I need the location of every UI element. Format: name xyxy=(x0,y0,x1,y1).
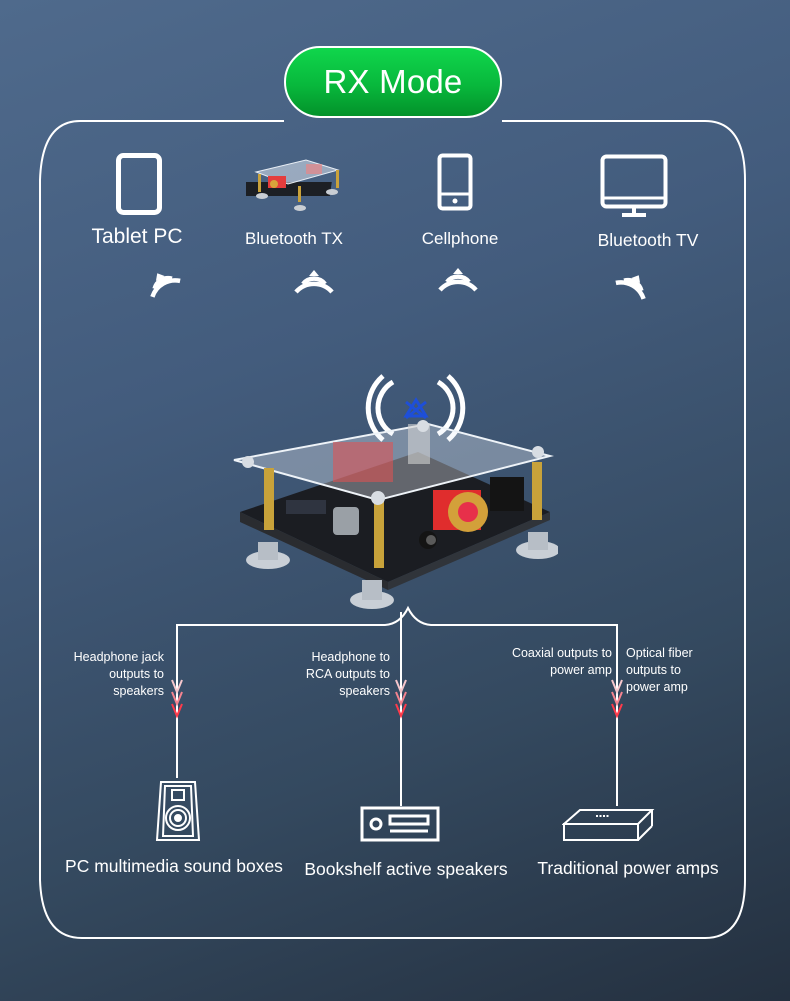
output-label-coaxial: Coaxial outputs to power amp xyxy=(512,645,612,679)
output-label-line: power amp xyxy=(550,663,612,677)
down-arrow-icon xyxy=(611,679,623,719)
output-label-headphone-rca: Headphone to RCA outputs to speakers xyxy=(306,649,390,700)
speaker-icon xyxy=(155,778,201,849)
chevron-icon xyxy=(611,679,623,695)
output-label-headphone-jack: Headphone jack outputs to speakers xyxy=(74,649,164,700)
output-label-line: power amp xyxy=(626,680,688,694)
bluetooth-icon xyxy=(403,397,429,420)
chevron-icon xyxy=(611,691,623,707)
bluetooth-receiver-board-image xyxy=(228,372,560,627)
signal-icon xyxy=(292,264,336,303)
receiver-icon xyxy=(360,806,440,847)
output-label-line: speakers xyxy=(113,684,164,698)
down-arrow-icon xyxy=(171,679,183,719)
output-label-line: RCA outputs to xyxy=(305,667,390,681)
signal-icon xyxy=(436,262,480,301)
chevron-icon xyxy=(395,679,407,695)
source-label-bluetooth-tx: Bluetooth TX xyxy=(245,229,343,248)
output-label-line: Optical fiber xyxy=(626,646,693,660)
mode-badge: RX Mode xyxy=(284,46,502,118)
chevron-icon xyxy=(171,703,183,719)
destination-label-bookshelf: Bookshelf active speakers xyxy=(304,859,508,879)
source-label-tablet: Tablet PC xyxy=(91,225,183,248)
broadcast-arcs xyxy=(365,374,466,442)
cellphone-icon xyxy=(437,153,473,216)
source-label-cellphone: Cellphone xyxy=(421,229,499,248)
source-label-bluetooth-tv: Bluetooth TV xyxy=(597,230,699,250)
output-label-line: outputs to xyxy=(626,663,681,677)
chevron-icon xyxy=(395,691,407,707)
destination-label-pc-speakers: PC multimedia sound boxes xyxy=(65,856,283,876)
amplifier-icon xyxy=(561,806,656,847)
output-label-optical: Optical fiber outputs to power amp xyxy=(626,645,693,696)
output-label-line: Coaxial outputs to xyxy=(511,646,612,660)
chevron-icon xyxy=(395,703,407,719)
bluetooth-tx-board-image xyxy=(243,152,342,221)
chevron-icon xyxy=(611,703,623,719)
output-label-line: Headphone to xyxy=(311,650,390,664)
output-label-line: outputs to xyxy=(109,667,164,681)
monitor-icon xyxy=(600,154,668,223)
frame-border xyxy=(39,120,746,939)
chevron-icon xyxy=(171,679,183,695)
down-arrow-icon xyxy=(395,679,407,719)
destination-label-power-amps: Traditional power amps xyxy=(537,858,719,878)
output-label-line: Headphone jack xyxy=(73,650,164,664)
connector-lines xyxy=(176,605,618,806)
chevron-icon xyxy=(171,691,183,707)
signal-icon xyxy=(605,256,663,312)
tablet-icon xyxy=(116,153,162,220)
signal-icon xyxy=(133,254,191,310)
output-label-line: speakers xyxy=(339,684,390,698)
mode-title: RX Mode xyxy=(323,63,463,100)
